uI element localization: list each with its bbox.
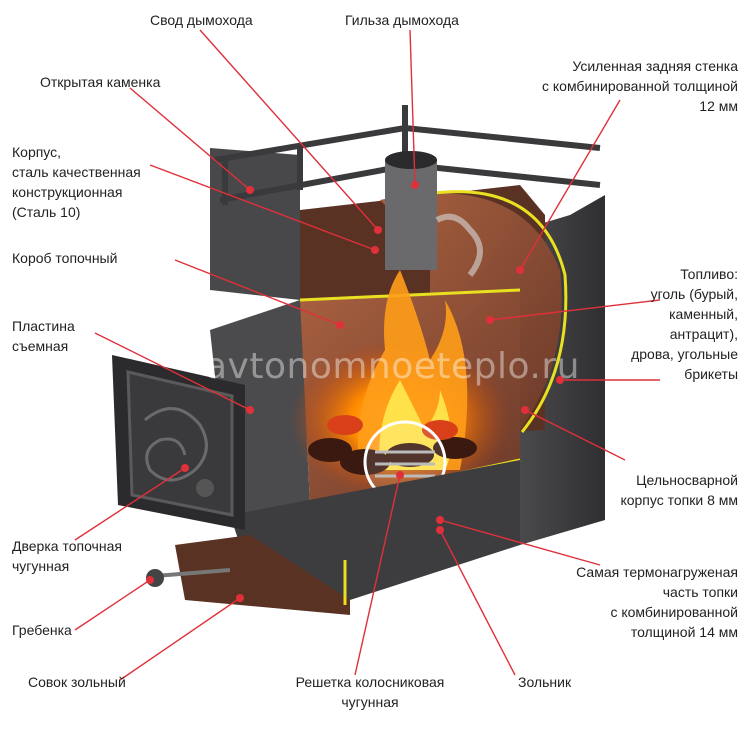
dome-seam [419,190,568,433]
cast-iron-door [112,355,245,530]
label-dverka: Дверка топочная чугунная [12,538,122,574]
chimney-pipe [385,160,437,270]
label-plastina: Пластина съемная [12,318,75,354]
label-sovok: Совок зольный [28,674,126,690]
label-gilza: Гильза дымохода [345,12,459,28]
leaders [74,29,661,681]
label-korob: Короб топочный [12,250,118,266]
ash-box [230,460,520,600]
label-kamenka: Открытая каменка [40,74,161,90]
label-zolnik: Зольник [518,674,572,690]
label-korpus: Корпус, сталь качественная конструкционн… [12,144,141,220]
label-samaya: Самая термонагруженая часть топки с комб… [576,564,738,640]
label-usilennaya: Усиленная задняя стенка с комбинированно… [542,58,738,114]
watermark: avtonomnoeteplo.ru [205,346,580,387]
grate [375,450,435,478]
label-toplivo: Топливо: уголь (бурый, каменный, антраци… [631,266,738,382]
ash-pan [175,535,350,615]
body-side-wall [210,148,300,300]
label-tselnosvarnoy: Цельносварной корпус топки 8 мм [620,472,738,508]
label-grebenka: Гребенка [12,622,72,638]
grebenka-rod [154,568,231,578]
leader-dot [146,181,564,602]
label-svod: Свод дымохода [150,12,253,28]
label-reshetka: Решетка колосниковая чугунная [295,674,445,710]
